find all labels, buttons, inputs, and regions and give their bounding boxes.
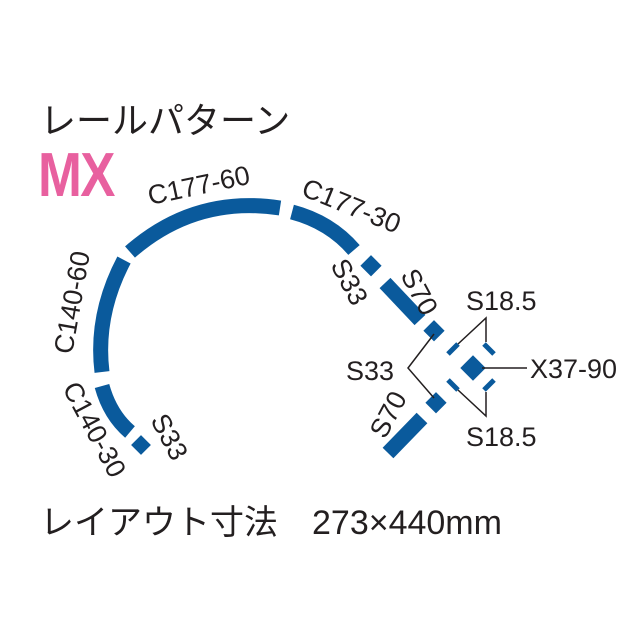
layout-dimensions: レイアウト寸法 273×440mm	[40, 495, 536, 544]
rail-c140-60	[93, 256, 131, 373]
leader-s18-5-bottom	[457, 389, 487, 418]
rail-s33-cross-top	[423, 320, 445, 342]
rail-s70-bottom	[382, 412, 428, 459]
label-c177-30: C177-30	[298, 173, 405, 240]
rail-c177-60	[125, 198, 282, 258]
leader-s18-5-top	[457, 316, 487, 345]
label-s33-left: S33	[145, 409, 194, 466]
label-s18-5-top: S18.5	[466, 286, 537, 316]
rail-s70-top	[379, 277, 426, 326]
dimensions-label: レイアウト寸法	[40, 504, 278, 542]
rail-x37-90	[460, 355, 486, 381]
label-s33-cross: S33	[346, 356, 394, 386]
rail-s18-5	[446, 342, 460, 356]
rail-s18-5	[446, 378, 460, 392]
rail-c177-30	[289, 204, 360, 256]
leader-s33	[407, 333, 435, 399]
rail-s33-cross-bottom	[425, 392, 447, 414]
page-title: レールパターン	[40, 100, 291, 141]
rail-s33-left	[131, 435, 151, 455]
rail-s33-top	[360, 255, 382, 277]
rail-s18-5	[482, 378, 496, 392]
pattern-name: MX	[38, 141, 115, 210]
label-x37-90: X37-90	[530, 354, 617, 384]
label-s18-5-bottom: S18.5	[466, 422, 537, 452]
label-c140-60: C140-60	[48, 249, 96, 356]
dimensions-value: 273×440mm	[312, 504, 502, 542]
rail-c140-30	[94, 383, 136, 438]
rail-s18-5	[482, 342, 496, 356]
